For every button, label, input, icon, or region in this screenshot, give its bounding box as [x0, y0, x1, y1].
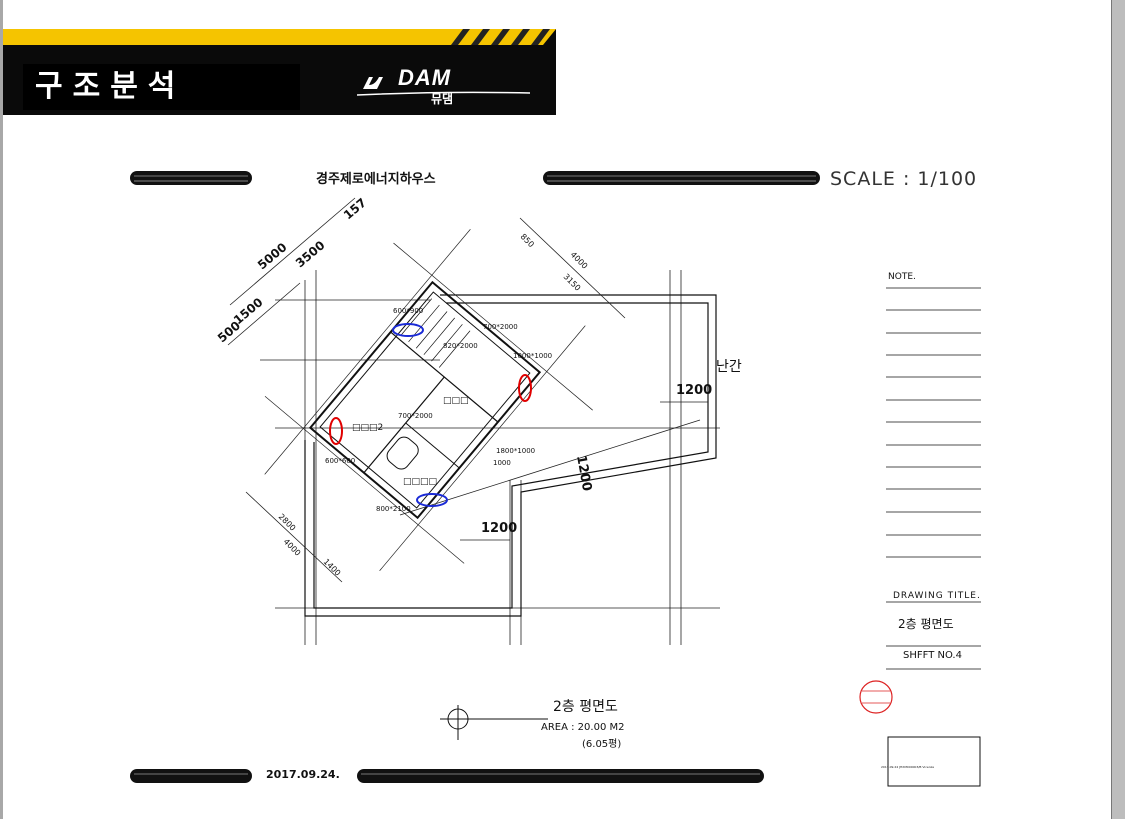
- banner-yellow-strip: [3, 29, 556, 45]
- outer-walls: [304, 294, 717, 617]
- opening-600x600: 600*600: [325, 457, 355, 465]
- analysis-markers: [329, 323, 532, 507]
- area-label: AREA : 20.00 M2: [541, 722, 625, 733]
- dimension-labels: 5000 3500 157 1500 500: [215, 195, 369, 345]
- dimension-lines: [227, 197, 708, 583]
- logo-mark-icon: [356, 77, 531, 96]
- dim-3150: 3150: [562, 272, 583, 293]
- project-title: 경주제로에너지하우스: [316, 172, 436, 187]
- dim-1400: 1400: [322, 557, 343, 578]
- room-label-2: □□□2: [352, 423, 383, 433]
- opening-800x2100: 800*2100: [376, 505, 411, 513]
- logo-name: DAM: [398, 65, 452, 90]
- right-scrollbar[interactable]: [1112, 0, 1125, 819]
- opening-820x2000: 820*2000: [443, 342, 478, 350]
- banner-title-box: 구조분석: [23, 64, 300, 110]
- drawing-title-value: 2층 평면도: [898, 617, 954, 631]
- banner-title: 구조분석: [35, 69, 186, 104]
- railing-label: 난간: [716, 359, 742, 375]
- room-label-3: □□□□: [403, 477, 437, 487]
- opening-1800x1000: 1800*1000: [496, 447, 535, 455]
- dim-1200-diagonal: 1200: [573, 454, 594, 492]
- header-bars: [130, 171, 820, 783]
- logo-subtitle: 뮤댐: [431, 92, 454, 106]
- dim-4000-left: 4000: [282, 537, 303, 558]
- drawing-date: 2017.09.24.: [266, 768, 340, 781]
- title-block-lines: [886, 287, 981, 670]
- note-label: NOTE.: [888, 272, 916, 282]
- dim-157: 157: [341, 195, 369, 222]
- seal-stamp-icon: [859, 680, 893, 714]
- opening-1000: 1000: [493, 459, 511, 467]
- blue-marker-bottom: [416, 493, 448, 507]
- sheet-number: SHFFT NO.4: [903, 650, 962, 661]
- dim-1200-right: 1200: [676, 383, 712, 398]
- dims-1200: 1200 1200 1200: [481, 383, 712, 536]
- opening-600x900: 600*900: [393, 307, 423, 315]
- dim-5000: 5000: [255, 240, 290, 272]
- dim-2800: 2800: [277, 512, 298, 533]
- opening-700x2000-a: 700*2000: [483, 323, 518, 331]
- stamp-text: 2017.09.24 JHXM000003/B Vicenza: [881, 765, 935, 769]
- opening-700x2000-b: 700*2000: [398, 412, 433, 420]
- rotated-core: [264, 228, 593, 572]
- banner-stripes: [451, 29, 556, 45]
- opening-labels: 600*900 820*2000 700*2000 1000*1000 700*…: [325, 307, 552, 513]
- north-arrow-icon: [440, 705, 548, 740]
- red-marker-right: [518, 374, 532, 402]
- dim-850: 850: [519, 232, 536, 249]
- drawing-title-label: DRAWING TITLE.: [893, 591, 981, 601]
- area-pyeong: (6.05평): [582, 739, 622, 750]
- opening-1000x1000: 1000*1000: [513, 352, 552, 360]
- scale-label: SCALE : 1/100: [830, 168, 978, 190]
- blue-marker-top: [392, 323, 424, 337]
- left-edge: [0, 0, 3, 819]
- room-labels: □□□ □□□2 □□□□: [352, 396, 469, 487]
- header-banner: 구조분석 DAM 뮤댐: [3, 29, 556, 115]
- dim-3500: 3500: [293, 238, 328, 270]
- plan-caption: 2층 평면도: [553, 699, 618, 715]
- right-edge-line: [1111, 0, 1112, 819]
- room-label-1: □□□: [443, 396, 469, 406]
- red-marker-left: [329, 417, 343, 445]
- dim-1200-bottom: 1200: [481, 521, 517, 536]
- stamp-box: [887, 736, 981, 787]
